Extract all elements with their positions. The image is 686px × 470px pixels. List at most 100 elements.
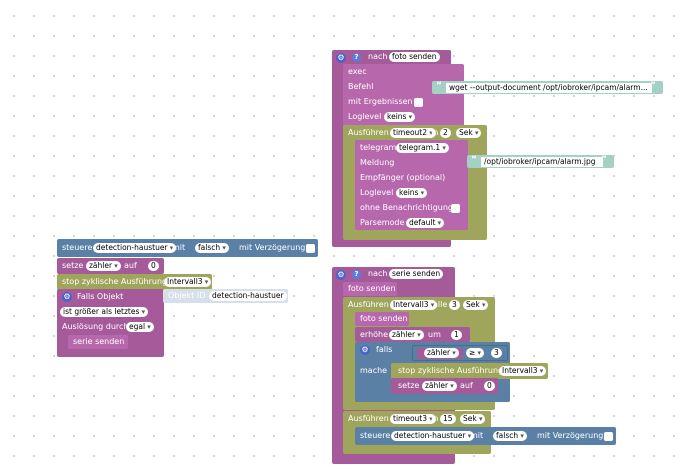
befehl-label: Befehl — [348, 82, 374, 91]
message-text[interactable]: /opt/iobroker/ipcam/alarm.jpg — [481, 157, 603, 167]
value-dropdown[interactable]: falsch — [195, 243, 229, 253]
ausfuehren-label: Ausführen — [348, 414, 389, 423]
setze-label: setze — [62, 261, 84, 270]
telegram-label: telegram — [360, 143, 397, 152]
var-dropdown[interactable]: zähler — [86, 261, 121, 271]
in-label: in — [431, 414, 439, 423]
procedure-label: nach — [368, 269, 388, 278]
call-serie-senden-block[interactable]: serie senden — [68, 335, 128, 349]
gear-icon[interactable]: ⚙ — [62, 292, 72, 302]
quote-open-icon: “ — [471, 155, 477, 165]
steuere-label: steuere — [62, 243, 93, 252]
var-dropdown[interactable]: zähler — [422, 381, 457, 391]
message-string-block[interactable]: “ /opt/iobroker/ipcam/alarm.jpg ” — [467, 155, 614, 168]
stop-label: stop zyklische Ausführung — [398, 366, 504, 375]
stop-label: stop zyklische Ausführung — [62, 277, 168, 286]
gear-icon[interactable]: ⚙ — [336, 53, 346, 63]
loglevel-dropdown[interactable]: keins — [384, 112, 416, 122]
compare-block[interactable]: zähler ≥ 3 — [412, 345, 508, 361]
call-foto-senden2-block[interactable]: foto senden — [355, 312, 409, 326]
control-detection-block[interactable]: steuere detection-haustuer mit falsch mi… — [57, 239, 318, 257]
unit-dropdown[interactable]: Sek — [463, 300, 489, 310]
condition-dropdown[interactable]: ist größer als letztes — [60, 307, 149, 317]
object-dropdown[interactable]: detection-haustuer — [93, 243, 177, 253]
ausfuehren-label: Ausführen — [348, 300, 389, 309]
setze-zaehler-block[interactable]: setze zähler auf 0 — [391, 378, 498, 394]
help-icon[interactable]: ? — [352, 270, 361, 279]
telegram-block[interactable]: telegram telegram.1 Meldung Empfänger (o… — [355, 140, 468, 230]
ohne-benachrichtigung-checkbox[interactable] — [451, 204, 460, 213]
quote-open-icon: “ — [436, 81, 442, 91]
stop-interval-block[interactable]: stop zyklische Ausführung Intervall3 — [391, 363, 548, 379]
zero-value[interactable]: 0 — [148, 261, 159, 271]
delay-value[interactable]: 15 — [440, 414, 456, 424]
unit-dropdown[interactable]: Sek — [460, 414, 486, 424]
mit-verzoegerung-checkbox[interactable] — [604, 432, 613, 441]
mit-ergebnissen-label: mit Ergebnissen — [348, 97, 413, 106]
objekt-id-label: Objekt ID — [168, 291, 206, 300]
ohne-benachrichtigung-label: ohne Benachrichtigung — [360, 203, 453, 212]
erhoehe-label: erhöhe — [360, 330, 389, 339]
auf-label: auf — [124, 261, 137, 270]
delay-value[interactable]: 2 — [440, 128, 451, 138]
gear-icon[interactable]: ⚙ — [336, 270, 346, 280]
unit-dropdown[interactable]: Sek — [456, 128, 482, 138]
objekt-id-block[interactable]: Objekt ID detection-haustuer — [163, 289, 288, 303]
setze-label: setze — [398, 381, 420, 390]
var-dropdown[interactable]: zähler — [389, 330, 424, 340]
gear-icon[interactable]: ⚙ — [360, 345, 370, 355]
cmp-var-dropdown[interactable]: zähler — [424, 348, 459, 358]
objekt-id-value[interactable]: detection-haustuer — [209, 291, 287, 301]
operator-dropdown[interactable]: ≥ — [466, 348, 485, 358]
interval-dropdown[interactable]: Intervall3 — [390, 300, 438, 310]
timeout-var-dropdown[interactable]: timeout3 — [390, 414, 436, 424]
erhoehe-block[interactable]: erhöhe zähler um 1 — [355, 327, 470, 342]
auf-label: auf — [460, 381, 473, 390]
in-label: in — [431, 128, 439, 137]
falls-label: falls — [376, 345, 393, 354]
quote-close-icon: ” — [601, 155, 607, 165]
parsemode-dropdown[interactable]: default — [406, 218, 445, 228]
um-label: um — [428, 330, 441, 339]
procedure-name-field[interactable]: foto senden — [389, 52, 440, 62]
command-text[interactable]: wget --output-document /opt/iobroker/ipc… — [446, 83, 652, 93]
help-icon[interactable]: ? — [352, 53, 361, 62]
empfaenger-label: Empfänger (optional) — [360, 173, 446, 182]
exec-block[interactable]: exec Befehl mit Ergebnissen Loglevel kei… — [343, 64, 464, 126]
value-dropdown[interactable]: falsch — [493, 431, 527, 441]
mit-verzoegerung-label: mit Verzögerung — [537, 431, 604, 440]
alle-label: alle — [433, 300, 448, 309]
zero-value[interactable]: 0 — [484, 381, 495, 391]
mache-label: mache — [360, 366, 388, 375]
loglevel2-label: Loglevel — [360, 188, 394, 197]
mit-label: mit — [172, 243, 186, 252]
exec-label: exec — [348, 67, 367, 76]
object-dropdown[interactable]: detection-haustuer — [391, 431, 475, 441]
procedure-name-field[interactable]: serie senden — [389, 269, 444, 279]
mit-verzoegerung-label: mit Verzögerung — [239, 243, 306, 252]
every-value[interactable]: 3 — [449, 300, 460, 310]
egal-dropdown[interactable]: egal — [126, 322, 154, 332]
meldung-label: Meldung — [360, 158, 395, 167]
mit-verzoegerung-checkbox[interactable] — [306, 244, 315, 253]
inc-value[interactable]: 1 — [451, 330, 462, 340]
call-label: serie senden — [73, 337, 125, 346]
ausloesung-label: Auslösung durch — [62, 322, 129, 331]
steuere-label: steuere — [360, 431, 391, 440]
loglevel2-dropdown[interactable]: keins — [396, 188, 428, 198]
mit-ergebnissen-checkbox[interactable] — [414, 98, 423, 107]
call-foto-senden-block[interactable]: foto senden — [343, 282, 397, 296]
cmp-value[interactable]: 3 — [491, 348, 502, 358]
loglevel-label: Loglevel — [348, 112, 382, 121]
interval-dropdown[interactable]: Intervall3 — [164, 277, 212, 287]
interval-dropdown[interactable]: Intervall3 — [499, 366, 547, 376]
command-string-block[interactable]: “ wget --output-document /opt/iobroker/i… — [432, 81, 663, 94]
stop-interval-block[interactable]: stop zyklische Ausführung Intervall3 — [57, 274, 212, 290]
setze-zaehler-block[interactable]: setze zähler auf 0 — [57, 258, 164, 274]
timeout-var-dropdown[interactable]: timeout2 — [390, 128, 436, 138]
control-detection-block[interactable]: steuere detection-haustuer mit falsch mi… — [355, 427, 616, 445]
telegram-instance-dropdown[interactable]: telegram.1 — [396, 143, 449, 153]
falls-objekt-label: Falls Objekt — [77, 292, 124, 301]
procedure-label: nach — [368, 52, 388, 61]
ausfuehren-label: Ausführen — [348, 128, 389, 137]
